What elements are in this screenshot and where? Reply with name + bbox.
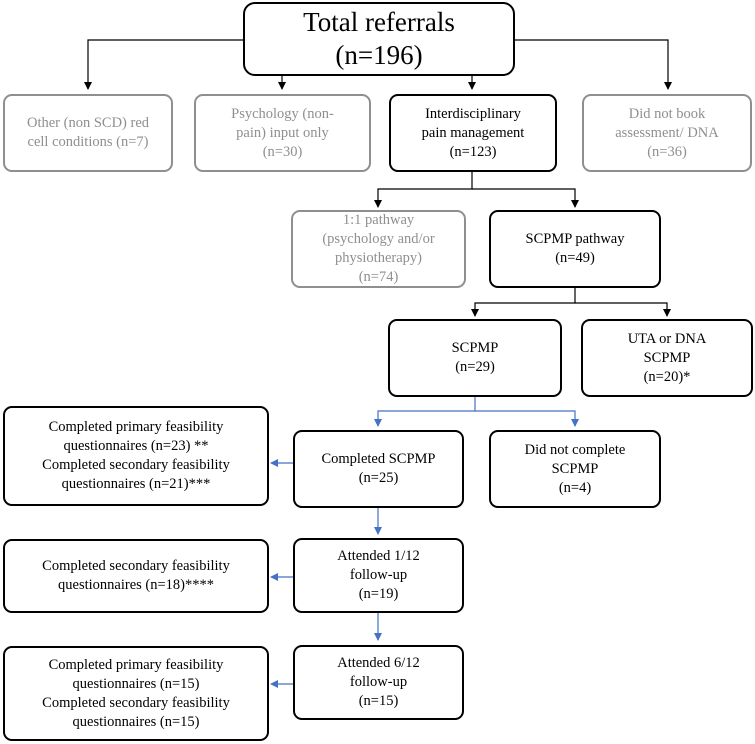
questionnaires-post-line-2: questionnaires (n=23) ** (63, 438, 209, 454)
did-not-book-count: (n=36) (647, 143, 687, 160)
connector-total-to-did-not-book (515, 39, 672, 90)
questionnaires-6-12-box: Completed primary feasibility questionna… (3, 646, 269, 741)
other-conditions-box: Other (non SCD) red cell conditions (n=7… (3, 94, 173, 172)
questionnaires-6-12-line-4: questionnaires (n=15) (72, 713, 200, 730)
total-referrals-title: Total referrals (303, 7, 455, 37)
psychology-count: (n=30) (262, 143, 303, 160)
questionnaires-post-line-1: Completed primary feasibility (48, 419, 224, 435)
interdisciplinary-box: Interdisciplinary pain management (n=123… (389, 94, 557, 172)
questionnaires-1-12-line-2: questionnaires (n=18)**** (58, 577, 214, 593)
one-to-one-pathway-box: 1:1 pathway (psychology and/or physiothe… (291, 210, 466, 288)
did-not-complete-line-1: Did not complete (524, 441, 626, 458)
attended-6-12-line-2: follow-up (349, 674, 408, 690)
attended-1-12-line-2: follow-up (349, 567, 408, 583)
completed-scpmp-box: Completed SCPMP (n=25) (293, 430, 464, 508)
did-not-complete-box: Did not complete SCPMP (n=4) (489, 430, 661, 508)
one-to-one-line-1: 1:1 pathway (342, 212, 415, 228)
attended-1-12-box: Attended 1/12 follow-up (n=19) (293, 538, 464, 613)
other-conditions-line-2: cell conditions (n=7) (27, 134, 149, 150)
interdisciplinary-line-1: Interdisciplinary (425, 105, 521, 122)
other-conditions-line-1: Other (non SCD) red (26, 115, 150, 131)
scpmp-label: SCPMP (451, 340, 499, 356)
questionnaires-6-12-line-2: questionnaires (n=15) (72, 675, 200, 692)
scpmp-count: (n=29) (455, 359, 495, 375)
uta-dna-count: (n=20)* (643, 368, 691, 385)
did-not-book-line-2: assessment/ DNA (615, 124, 719, 141)
scpmp-pathway-box: SCPMP pathway (n=49) (489, 210, 661, 288)
psychology-line-2: pain) input only (236, 124, 329, 141)
completed-scpmp-label: Completed SCPMP (321, 451, 436, 467)
interdisciplinary-line-2: pain management (421, 124, 525, 141)
questionnaires-1-12-box: Completed secondary feasibility question… (3, 539, 269, 613)
attended-6-12-line-1: Attended 6/12 (337, 655, 420, 671)
psychology-line-1: Psychology (non- (231, 105, 334, 122)
interdisciplinary-count: (n=123) (449, 143, 497, 160)
connector-total-to-other (84, 39, 243, 90)
psychology-box: Psychology (non- pain) input only (n=30) (194, 94, 371, 172)
scpmp-pathway-label: SCPMP pathway (525, 231, 625, 247)
questionnaires-post-box: Completed primary feasibility questionna… (3, 406, 269, 506)
connector-interdisciplinary-to-one-to-one (374, 171, 473, 208)
scpmp-pathway-count: (n=49) (555, 250, 595, 266)
connector-pathway-to-scpmp (471, 287, 576, 317)
completed-scpmp-count: (n=25) (358, 470, 399, 486)
connector-scpmp-to-not-completed (475, 410, 579, 427)
did-not-book-box: Did not book assessment/ DNA (n=36) (582, 94, 752, 172)
uta-dna-box: UTA or DNA SCPMP (n=20)* (581, 319, 753, 397)
uta-dna-line-2: SCPMP (643, 349, 691, 366)
attended-1-12-count: (n=19) (358, 586, 399, 602)
one-to-one-count: (n=74) (358, 269, 399, 285)
attended-6-12-count: (n=15) (358, 693, 399, 709)
did-not-complete-line-2: SCPMP (551, 460, 599, 477)
scpmp-box: SCPMP (n=29) (388, 319, 562, 397)
questionnaires-post-line-4: questionnaires (n=21)*** (61, 476, 211, 492)
questionnaires-1-12-line-1: Completed secondary feasibility (42, 558, 230, 574)
one-to-one-line-2: (psychology and/or (322, 231, 435, 247)
attended-6-12-box: Attended 6/12 follow-up (n=15) (293, 645, 464, 720)
did-not-complete-count: (n=4) (558, 479, 592, 496)
connector-pathway-to-uta (575, 302, 671, 317)
did-not-book-line-1: Did not book (628, 105, 706, 122)
connector-interdisciplinary-to-scpmp-pathway (472, 188, 579, 208)
attended-1-12-line-1: Attended 1/12 (337, 548, 420, 564)
total-referrals-box: Total referrals (n=196) (243, 2, 515, 76)
one-to-one-line-3: physiotherapy) (335, 250, 422, 266)
questionnaires-6-12-line-1: Completed primary feasibility (48, 656, 224, 673)
questionnaires-post-line-3: Completed secondary feasibility (42, 457, 230, 473)
uta-dna-line-1: UTA or DNA (627, 330, 707, 347)
total-referrals-count: (n=196) (335, 40, 423, 70)
connector-scpmp-to-completed (374, 396, 476, 427)
questionnaires-6-12-line-3: Completed secondary feasibility (42, 694, 230, 711)
